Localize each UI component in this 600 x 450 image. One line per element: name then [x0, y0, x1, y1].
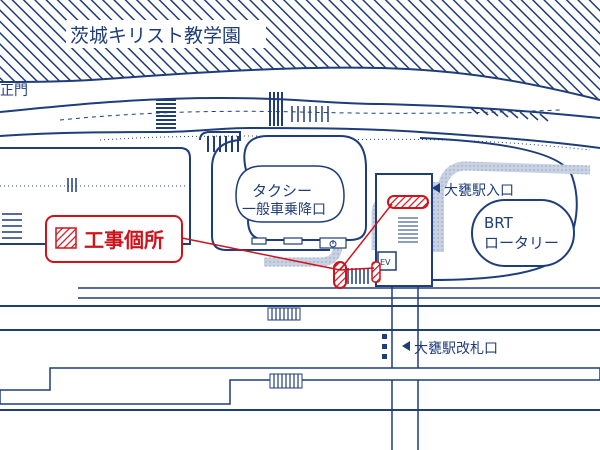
platform-stairs-lower-lines	[273, 374, 299, 388]
parking-marks	[469, 106, 549, 122]
construction-area-platform	[333, 261, 347, 289]
taxi-label-line1: タクシー	[252, 182, 312, 200]
leader-line-3	[339, 267, 375, 271]
crosswalk-left	[156, 99, 176, 129]
left-lot-outline	[0, 147, 191, 245]
leader-line-2	[339, 203, 393, 271]
station-entrance-label: 大甕駅入口	[444, 182, 514, 199]
rotary-outer-right	[419, 137, 578, 281]
construction-area-stairs	[371, 261, 381, 283]
taxi-island-inner	[235, 165, 345, 223]
road-lower-edge	[0, 126, 600, 149]
campus-area	[0, 0, 600, 100]
wheelchair-icon	[329, 240, 337, 248]
station-stairs	[398, 217, 418, 243]
crosswalk-right	[291, 106, 329, 122]
left-lot-markings	[2, 178, 77, 239]
road-upper-edge	[0, 96, 600, 119]
triangle-left-icon	[402, 341, 410, 351]
pedestrian-plaza	[432, 182, 444, 252]
brt-rotary	[471, 199, 575, 267]
campus-label: 茨城キリスト教学園	[70, 25, 241, 47]
ticket-gate-label: 大甕駅改札口	[414, 340, 498, 357]
lower-platform	[0, 367, 600, 405]
rotary-outer-left	[199, 131, 330, 251]
legend-label: 工事個所	[84, 228, 164, 252]
elevator-label: EV	[380, 258, 391, 267]
construction-area-entrance	[387, 195, 429, 209]
brt-label-line1: BRT	[484, 214, 514, 232]
leader-line-1	[181, 237, 341, 271]
campus-boundary	[0, 66, 600, 101]
triangle-left-icon	[432, 183, 440, 193]
curb-dots-left	[99, 135, 261, 141]
legend-box	[45, 215, 183, 263]
campus-label-bg	[66, 20, 266, 48]
crosswalk-center	[269, 92, 283, 126]
station-gate-stripes	[347, 268, 369, 284]
hatched-red-square-icon	[55, 227, 77, 249]
elevator	[377, 251, 397, 271]
crosswalk-bend	[207, 136, 239, 152]
platform-stairs-upper-lines	[271, 308, 297, 320]
legend: 工事個所	[45, 215, 183, 263]
taxi-label-line2: 一般車乗降口	[242, 201, 326, 218]
main-gate-label: 正門	[0, 83, 28, 99]
ticket-gate-marks	[382, 334, 387, 359]
road-centerline	[59, 109, 561, 121]
brt-label-line2: ロータリー	[484, 234, 559, 252]
